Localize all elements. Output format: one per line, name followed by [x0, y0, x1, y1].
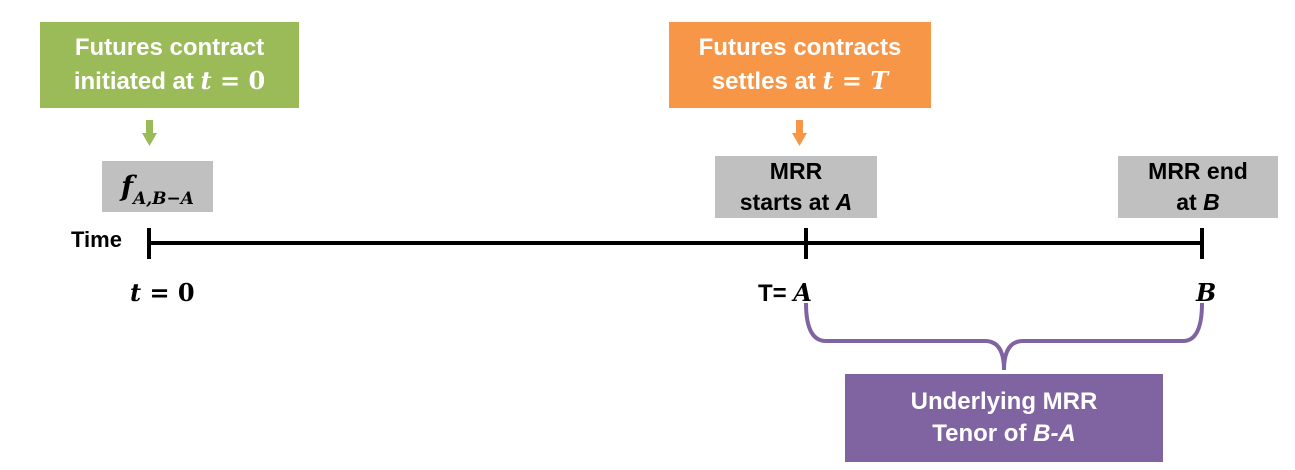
forward-rate-box: fA,B−A — [102, 161, 213, 212]
tenor-line1: Underlying MRR — [910, 387, 1098, 415]
mrr-end-line2: at B — [1176, 189, 1220, 215]
tenor-box: Underlying MRR Tenor of B-A — [845, 374, 1163, 462]
contract-initiated-box: Futures contract initiated at t = 0 — [40, 22, 299, 108]
contract-settles-line1: Futures contracts — [698, 34, 902, 62]
forward-rate-symbol: f — [121, 169, 134, 203]
contract-settles-line2: settles at t = T — [711, 65, 889, 95]
orange-down-arrow — [792, 120, 807, 146]
tenor-line2: Tenor of B-A — [932, 420, 1076, 447]
tenor-brace — [804, 302, 1204, 371]
mrr-start-box: MRR starts at A — [715, 156, 877, 218]
mrr-start-line1: MRR — [769, 157, 823, 184]
contract-settles-box: Futures contracts settles at t = T — [669, 22, 931, 108]
mrr-end-line1: MRR end — [1148, 157, 1248, 184]
tick-label-t0: t = 0 — [130, 278, 195, 307]
green-down-arrow — [142, 120, 157, 146]
contract-initiated-line2: initiated at t = 0 — [73, 65, 266, 95]
contract-initiated-line1: Futures contract — [74, 34, 265, 62]
time-axis-label: Time — [71, 227, 122, 252]
mrr-start-line2: starts at A — [739, 189, 853, 215]
tick-label-a: T= A — [758, 278, 812, 307]
forward-rate-subscript: A,B−A — [133, 188, 194, 209]
mrr-end-box: MRR end at B — [1118, 156, 1278, 218]
tick-label-b: B — [1196, 278, 1217, 307]
